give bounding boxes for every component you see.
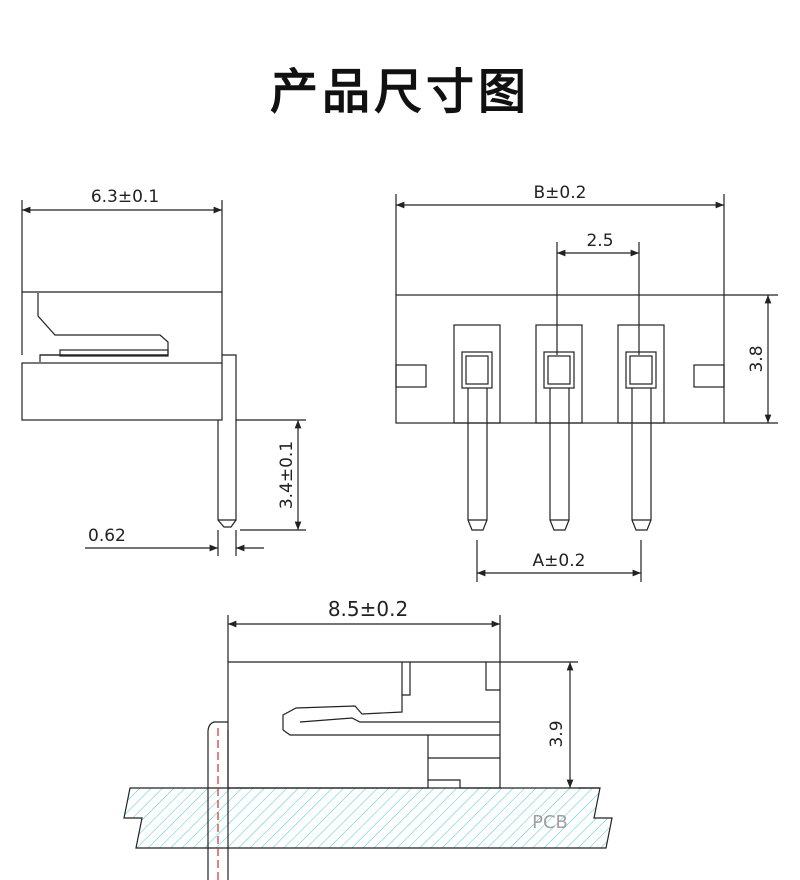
dim-pin-length-label: 3.4±0.1 <box>277 441 297 509</box>
dim-mounted-height-label: 3.9 <box>547 720 567 747</box>
dim-pitch-label: 2.5 <box>586 231 613 251</box>
mounted-view <box>207 615 600 880</box>
dim-front-height-label: 3.8 <box>747 345 767 372</box>
pcb-label: PCB <box>532 812 568 833</box>
pcb-board <box>123 787 613 849</box>
front-pin-3 <box>617 324 665 531</box>
dim-pin-thickness-label: 0.62 <box>88 526 126 546</box>
dim-front-width-label: B±0.2 <box>534 183 587 203</box>
page-title: 产品尺寸图 <box>269 64 530 120</box>
front-pin-2 <box>535 324 583 531</box>
dim-pin-span-label: A±0.2 <box>533 551 586 571</box>
dim-mounted-depth-label: 8.5±0.2 <box>328 597 408 621</box>
front-pin-1 <box>453 324 501 531</box>
front-view <box>395 194 778 582</box>
side-view <box>21 200 306 556</box>
dim-side-width-label: 6.3±0.1 <box>91 187 159 207</box>
